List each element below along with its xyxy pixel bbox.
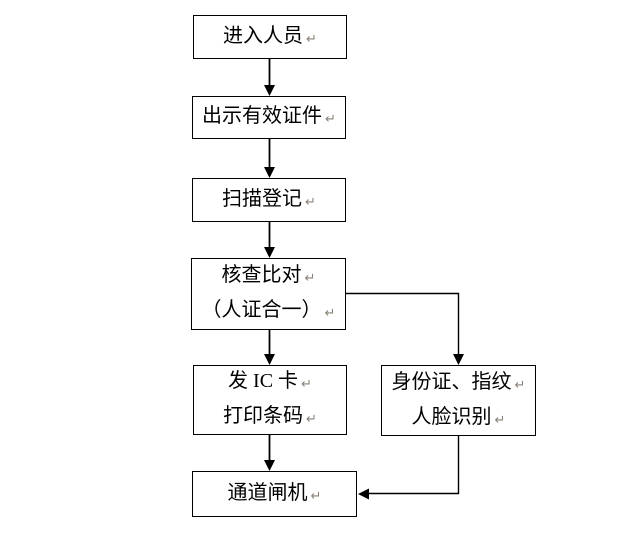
connector-verify-to-bio (346, 292, 460, 355)
paragraph-mark-icon: ↵ (304, 271, 316, 286)
node-check-compare: 核查比对↵ （人证合一）↵ (191, 258, 346, 330)
paragraph-mark-icon: ↵ (494, 412, 506, 428)
node-enter-personnel-label: 进入人员 (223, 24, 304, 47)
node-show-valid-id-label: 出示有效证件 (202, 105, 323, 127)
node-issue-ic-card: 发 IC 卡↵ 打印条码↵ (193, 365, 347, 435)
node-enter-personnel: 进入人员↵ (193, 15, 347, 59)
paragraph-mark-icon: ↵ (514, 377, 526, 393)
node-check-compare-label-line2: （人证合一） (201, 299, 322, 321)
node-scan-register: 扫描登记↵ (192, 178, 346, 222)
node-issue-ic-card-label-line1: 发 IC 卡 (228, 370, 299, 392)
node-id-fingerprint-face: 身份证、指纹↵ 人脸识别↵ (381, 365, 536, 436)
paragraph-mark-icon: ↵ (305, 194, 316, 210)
node-id-fingerprint-face-label-line1: 身份证、指纹 (391, 370, 512, 393)
node-check-compare-label-line1: 核查比对 (221, 264, 302, 286)
connector-bio-to-gate (368, 436, 460, 495)
paragraph-mark-icon: ↵ (306, 31, 317, 47)
paragraph-mark-icon: ↵ (301, 377, 312, 392)
node-show-valid-id: 出示有效证件↵ (192, 96, 346, 139)
node-scan-register-label: 扫描登记 (222, 187, 303, 210)
arrowhead-bio-to-gate-icon (358, 488, 369, 500)
node-channel-gate-label: 通道闸机 (227, 481, 308, 504)
arrowhead-verify-to-bio-icon (453, 354, 464, 365)
arrowhead-showid-to-scan-icon (264, 167, 275, 178)
arrowhead-iccard-to-gate-icon (264, 460, 275, 471)
paragraph-mark-icon: ↵ (324, 306, 336, 321)
arrowhead-enter-to-showid-icon (264, 85, 275, 96)
node-issue-ic-card-label-line2: 打印条码 (223, 405, 304, 427)
paragraph-mark-icon: ↵ (310, 488, 322, 504)
node-id-fingerprint-face-label-line2: 人脸识别 (411, 405, 492, 428)
paragraph-mark-icon: ↵ (325, 112, 336, 127)
node-channel-gate: 通道闸机↵ (192, 471, 357, 517)
paragraph-mark-icon: ↵ (306, 412, 317, 427)
arrowhead-scan-to-verify-icon (264, 247, 275, 258)
arrowhead-verify-to-iccard-icon (264, 354, 275, 365)
